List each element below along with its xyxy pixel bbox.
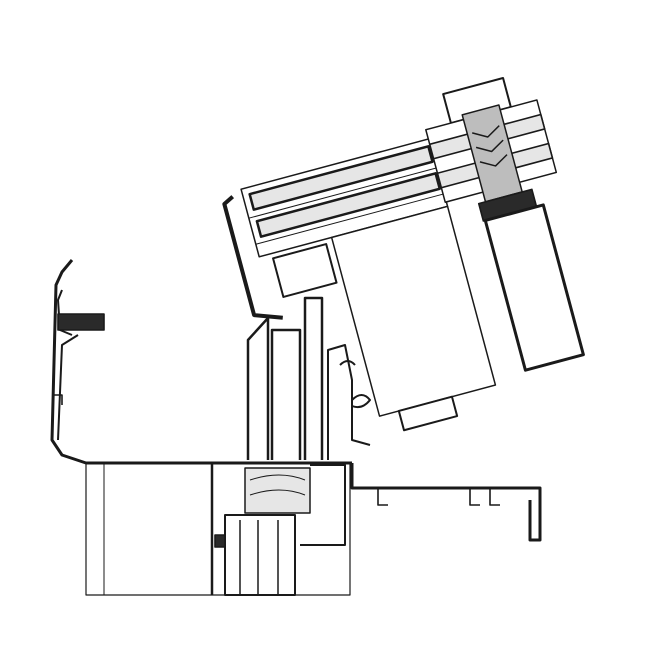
roof-glazing-panel	[222, 137, 497, 432]
sill-profile	[350, 463, 542, 542]
insulated-panel	[330, 205, 497, 417]
lower-frame	[85, 461, 352, 596]
vertical-posts	[246, 296, 371, 460]
mullion-section	[425, 77, 585, 372]
gutter-profile	[50, 259, 105, 465]
gasket-block	[57, 313, 105, 331]
